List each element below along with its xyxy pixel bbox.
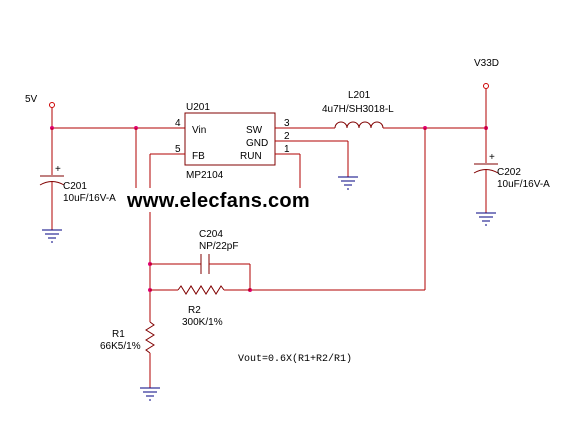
wire-feedback	[250, 128, 426, 291]
c201-polarity: +	[55, 164, 61, 175]
pin-fb-name: FB	[192, 151, 205, 162]
resistor-r2	[150, 285, 250, 295]
inductor-value: 4u7H/SH3018-L	[322, 104, 394, 115]
pin-fb-num: 5	[175, 144, 181, 155]
capacitor-c204	[150, 254, 251, 290]
r1-ref: R1	[112, 329, 125, 340]
inductor-l201	[334, 121, 384, 129]
ic-ref: U201	[186, 102, 210, 113]
pin-vin-name: Vin	[192, 125, 206, 136]
ground-c202-symbol	[476, 212, 496, 226]
r2-ref: R2	[188, 305, 201, 316]
ic-part: MP2104	[186, 170, 224, 181]
wire-fb	[149, 153, 185, 322]
supply-v33d-symbol	[483, 83, 489, 128]
c204-ref: C204	[199, 229, 223, 240]
inductor-ref: L201	[348, 90, 371, 101]
r1-value: 66K5/1%	[100, 341, 141, 352]
supply-5v-symbol	[49, 102, 55, 128]
c201-ref: C201	[63, 181, 87, 192]
pin-sw-num: 3	[284, 118, 290, 129]
ground-r1-symbol	[140, 387, 160, 401]
c202-polarity: +	[489, 152, 495, 163]
supply-5v-label: 5V	[25, 94, 38, 105]
wire-ic-gnd	[275, 140, 349, 177]
c201-value: 10uF/16V-A	[63, 193, 116, 204]
pin-gnd-name: GND	[246, 138, 268, 149]
pin-gnd-num: 2	[284, 131, 290, 142]
supply-v33d-label: V33D	[474, 58, 499, 69]
resistor-r1	[145, 321, 155, 388]
c202-ref: C202	[497, 167, 521, 178]
ground-c201-symbol	[42, 229, 62, 243]
pin-sw-name: SW	[246, 125, 263, 136]
pin-run-name: RUN	[240, 151, 262, 162]
output-formula: Vout=0.6X(R1+R2/R1)	[238, 353, 352, 365]
pin-run-num: 1	[284, 144, 290, 155]
ground-ic-symbol	[338, 176, 358, 190]
capacitor-c202	[473, 128, 499, 213]
ic-u201-body	[184, 112, 276, 166]
c204-value: NP/22pF	[199, 241, 238, 252]
r2-value: 300K/1%	[182, 317, 223, 328]
watermark-backdrop	[124, 188, 317, 212]
capacitor-c201	[39, 128, 65, 230]
watermark-text: www.elecfans.com	[126, 190, 310, 212]
c202-value: 10uF/16V-A	[497, 179, 550, 190]
pin-vin-num: 4	[175, 118, 181, 129]
